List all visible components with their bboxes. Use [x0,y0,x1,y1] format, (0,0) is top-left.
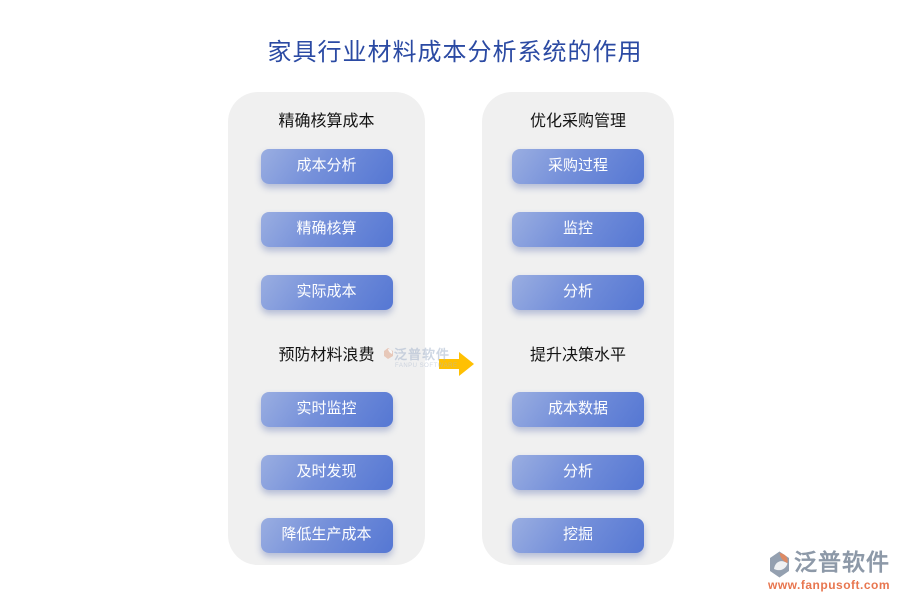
button-timely-detection[interactable]: 及时发现 [260,455,393,490]
section-heading-improve-decision: 提升决策水平 [529,347,626,364]
right-arrow-icon [437,351,475,377]
button-mining[interactable]: 挖掘 [512,518,644,553]
panel-left: 精确核算成本 成本分析 精确核算 实际成本 预防材料浪费 实时监控 及时发现 降… [228,92,425,565]
section-heading-prevent-waste: 预防材料浪费 [278,347,375,364]
brand-url-link[interactable]: www.fanpusoft.com [768,578,891,592]
fanpu-logo-icon [770,551,789,578]
button-accurate-accounting[interactable]: 精确核算 [260,212,393,247]
brand-footer: 泛普软件 www.fanpusoft.com [768,549,890,592]
button-cost-analysis[interactable]: 成本分析 [260,149,393,184]
panel-right: 优化采购管理 采购过程 监控 分析 提升决策水平 成本数据 分析 挖掘 [482,92,674,565]
button-procurement-process[interactable]: 采购过程 [512,149,644,184]
page-title: 家具行业材料成本分析系统的作用 [267,40,643,66]
button-realtime-monitoring[interactable]: 实时监控 [260,392,393,427]
button-monitoring[interactable]: 监控 [512,212,644,247]
button-actual-cost[interactable]: 实际成本 [260,275,393,310]
button-reduce-production-cost[interactable]: 降低生产成本 [260,518,393,553]
section-heading-accurate-costing: 精确核算成本 [278,113,375,130]
button-cost-data[interactable]: 成本数据 [512,392,644,427]
section-heading-optimize-procurement: 优化采购管理 [529,113,626,130]
button-analysis[interactable]: 分析 [512,275,644,310]
button-analysis-2[interactable]: 分析 [512,455,644,490]
brand-name: 泛普软件 [794,550,890,575]
